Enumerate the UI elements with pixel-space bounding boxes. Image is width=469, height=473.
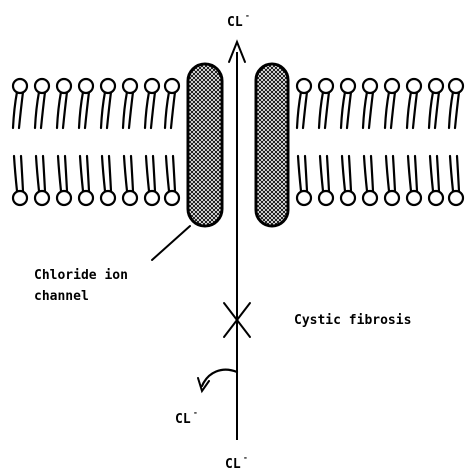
ion-label-bottom-text: CL bbox=[225, 457, 241, 472]
phospholipid-lower bbox=[79, 156, 93, 205]
phospholipid-upper bbox=[35, 79, 49, 128]
ion-flow-arrow bbox=[229, 42, 245, 440]
phospholipid-upper bbox=[79, 79, 93, 128]
charge-sign-top: - bbox=[245, 11, 250, 20]
phospholipid-lower bbox=[319, 156, 333, 205]
phospholipid-upper bbox=[165, 79, 179, 128]
ion-label-side: CL - bbox=[175, 408, 198, 427]
channel-label-line2: channel bbox=[34, 289, 89, 304]
channel-pointer-line bbox=[152, 226, 190, 260]
charge-sign-bottom: - bbox=[243, 453, 248, 462]
diverted-ion-arrow bbox=[198, 370, 237, 391]
phospholipid-lower bbox=[429, 156, 443, 205]
phospholipid-lower bbox=[385, 156, 399, 205]
phospholipid-lower bbox=[13, 156, 27, 205]
phospholipid-lower bbox=[341, 156, 355, 205]
phospholipid-lower bbox=[363, 156, 377, 205]
charge-sign-side: - bbox=[193, 408, 198, 417]
phospholipid-lower bbox=[449, 156, 463, 205]
phospholipid-lower bbox=[297, 156, 311, 205]
phospholipid-upper bbox=[341, 79, 355, 128]
channel-protein-left bbox=[188, 64, 222, 226]
phospholipid-upper bbox=[101, 79, 115, 128]
ion-label-top-text: CL bbox=[227, 15, 243, 30]
phospholipid-upper bbox=[385, 79, 399, 128]
phospholipid-upper bbox=[57, 79, 71, 128]
phospholipid-upper bbox=[449, 79, 463, 128]
cystic-fibrosis-label: Cystic fibrosis bbox=[294, 313, 411, 328]
phospholipid-upper bbox=[319, 79, 333, 128]
phospholipid-lower bbox=[407, 156, 421, 205]
phospholipid-upper bbox=[123, 79, 137, 128]
phospholipid-upper bbox=[145, 79, 159, 128]
ion-label-bottom: CL - bbox=[225, 453, 248, 472]
phospholipid-upper bbox=[297, 79, 311, 128]
phospholipid-lower bbox=[123, 156, 137, 205]
phospholipid-lower bbox=[165, 156, 179, 205]
phospholipid-upper bbox=[429, 79, 443, 128]
phospholipid-lower bbox=[145, 156, 159, 205]
ion-label-top: CL - bbox=[227, 11, 250, 30]
phospholipid-lower bbox=[101, 156, 115, 205]
phospholipid-lower bbox=[57, 156, 71, 205]
phospholipid-lower bbox=[35, 156, 49, 205]
channel-label-line1: Chloride ion bbox=[34, 268, 128, 283]
channel-protein-right bbox=[256, 64, 288, 226]
phospholipid-upper bbox=[13, 79, 27, 128]
phospholipid-upper bbox=[407, 79, 421, 128]
ion-label-side-text: CL bbox=[175, 412, 191, 427]
phospholipid-upper bbox=[363, 79, 377, 128]
